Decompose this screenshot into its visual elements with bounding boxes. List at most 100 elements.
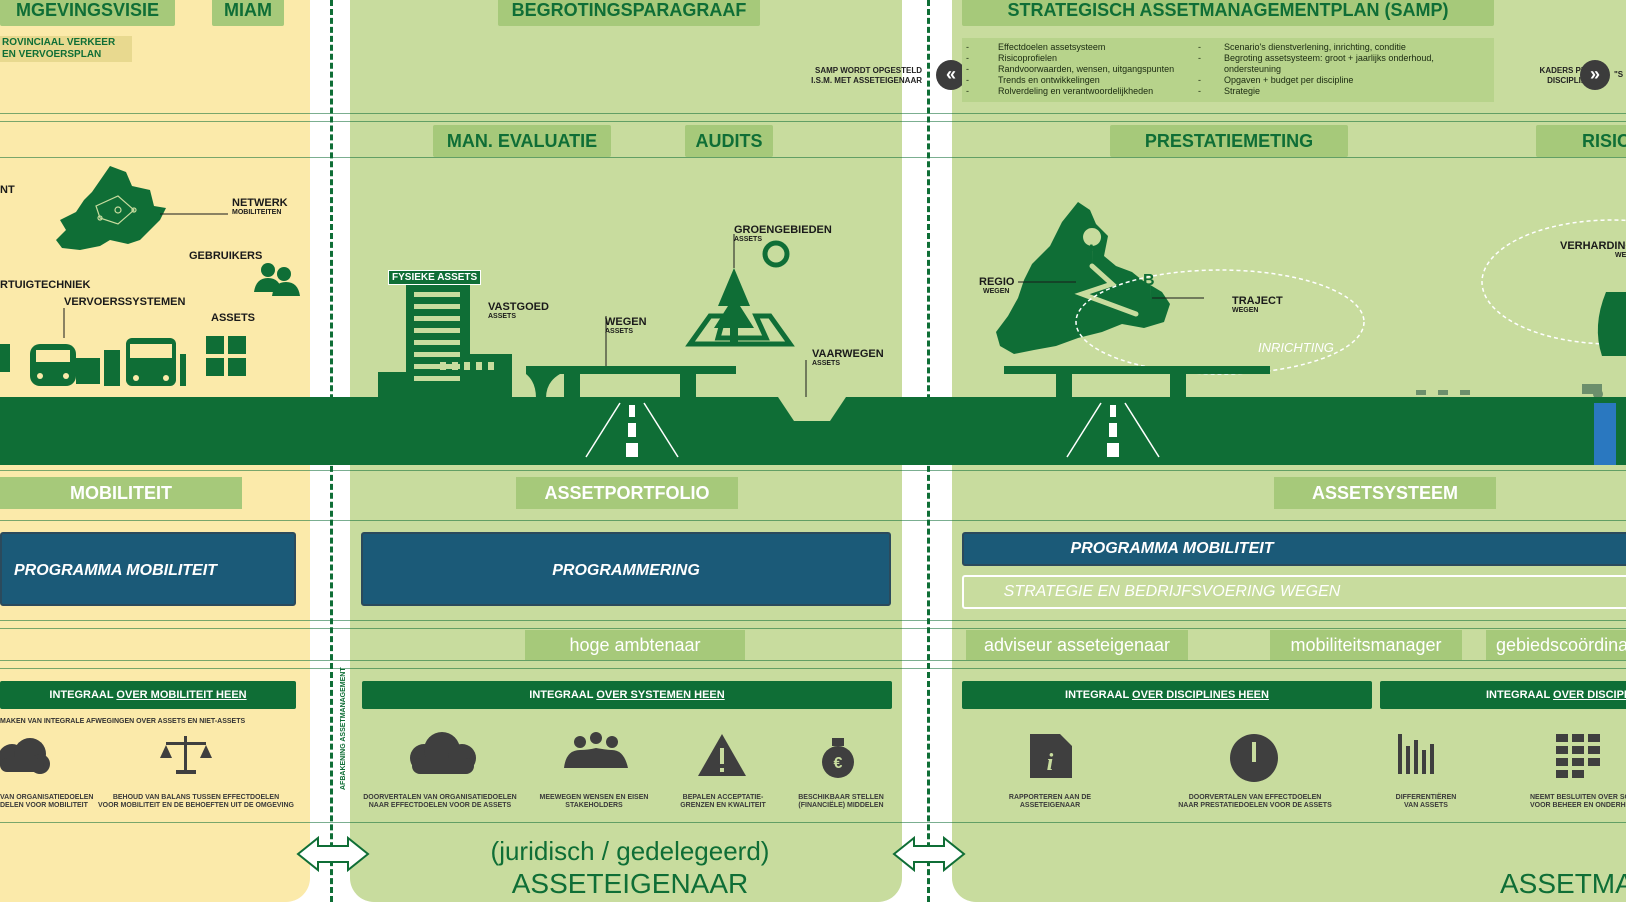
samp-item: Begroting assetsysteem: groot + jaarlijk…: [1224, 53, 1434, 63]
caption-line: NEEMT BESLUITEN OVER SCEN: [1530, 794, 1626, 801]
pin-a-label: A: [1087, 242, 1096, 256]
tree-icon: [1597, 292, 1626, 356]
integraal-prefix: INTEGRAAL: [1486, 689, 1550, 701]
swap-arrows-right-icon[interactable]: [884, 830, 974, 878]
caption-line: VAN ASSETS: [1404, 802, 1448, 809]
forward-arrow-button[interactable]: »: [1580, 60, 1610, 90]
cloud-icon-1: [0, 738, 50, 774]
programma-mobiliteit-left-box: PROGRAMMA MOBILITEIT: [0, 532, 296, 606]
caption-line: DIFFERENTIËREN: [1395, 794, 1457, 801]
samp-item: Effectdoelen assetsysteem: [998, 42, 1106, 52]
caption-middelen: BESCHIKBAAR STELLEN(FINANCIËLE) MIDDELEN: [786, 794, 896, 810]
caption-line: GRENZEN EN KWALITEIT: [680, 802, 766, 809]
integraal-mobiliteit-bar: INTEGRAAL OVER MOBILITEIT HEEN: [0, 681, 296, 709]
info-document-icon: i: [1030, 734, 1072, 778]
bridge-icon: [1004, 366, 1270, 398]
rule: [0, 628, 1626, 629]
samp-contents: -Effectdoelen assetsysteem -Risicoprofie…: [962, 38, 1494, 102]
rule: [0, 113, 1626, 114]
caption-line: NAAR PRESTATIEDOELEN VOOR DE ASSETS: [1178, 802, 1332, 809]
caption-besluiten: NEEMT BESLUITEN OVER SCENVOOR BEHEER EN …: [1530, 794, 1626, 810]
building-icon: [378, 282, 512, 398]
samp-item: Opgaven + budget per discipline: [1224, 75, 1354, 85]
rule: [0, 660, 1626, 661]
strategie-box: STRATEGIE EN BEDRIJFSVOERING WEGEN: [962, 575, 1626, 609]
puzzle-icon: [206, 336, 246, 376]
vastgoed-sub-label: ASSETS: [488, 313, 517, 320]
caption-line: VAN ORGANISATIEDOELEN: [0, 794, 94, 801]
samp-note-line-2: I.S.M. MET ASSETEIGENAAR: [811, 76, 922, 85]
audits-tab: AUDITS: [685, 125, 773, 157]
inrichting-label: INRICHTING: [1258, 340, 1334, 355]
traject-sub-label: WEGEN: [1232, 307, 1259, 314]
livestock-icon: [1416, 390, 1470, 395]
pvvp-line-1: ROVINCIAAL VERKEER: [2, 37, 116, 48]
bottom-icons: € i: [0, 732, 1600, 782]
rule: [0, 520, 1626, 521]
groengebieden-sub-label: ASSETS: [734, 236, 763, 243]
caption-line: (FINANCIËLE) MIDDELEN: [798, 802, 884, 809]
afwegingen-text: MAKEN VAN INTEGRALE AFWEGINGEN OVER ASSE…: [0, 718, 246, 725]
pin-a-icon: [1083, 228, 1102, 266]
rule: [0, 157, 1626, 158]
pvvp-box: ROVINCIAAL VERKEER EN VERVOERSPLAN: [0, 36, 132, 62]
samp-tab: STRATEGISCH ASSETMANAGEMENTPLAN (SAMP): [962, 0, 1494, 26]
users-icon: [254, 263, 300, 296]
kaders-line-1: KADERS PER: [1539, 66, 1592, 75]
rule: [0, 822, 1626, 823]
man-evaluatie-tab: MAN. EVALUATIE: [433, 125, 611, 157]
bus-icon: [104, 338, 186, 386]
rule: [0, 121, 1626, 122]
wegen-label: WEGEN: [605, 316, 647, 328]
kaders-cut-label: "S: [1614, 70, 1624, 79]
money-bag-icon: €: [822, 738, 854, 778]
traject-label: TRAJECT: [1232, 295, 1283, 307]
integraal-disciplines-bar: INTEGRAAL OVER DISCIPLINES HEEN: [962, 681, 1372, 709]
juridisch-label: (juridisch / gedelegeerd): [490, 836, 770, 866]
integraal-disciplines-bar-2: INTEGRAAL OVER DISCIPL: [1380, 681, 1626, 709]
gebiedscoordinator-role: gebiedscoördina: [1486, 630, 1626, 660]
integraal-disciplines-cut-text: OVER DISCIPL: [1553, 689, 1626, 701]
omgevingsvisie-tab: MGEVINGSVISIE: [0, 0, 175, 26]
caption-line: VOOR BEHEER EN ONDERH: [1530, 802, 1626, 809]
road-icon: [585, 402, 679, 458]
caption-acceptatie: BEPALEN ACCEPTATIE-GRENZEN EN KWALITEIT: [668, 794, 778, 810]
caption-line: BEPALEN ACCEPTATIE-: [682, 794, 764, 801]
groengebieden-label: GROENGEBIEDEN: [734, 224, 832, 236]
samp-item: ondersteuning: [1224, 64, 1282, 74]
rtuigtechniek-label: RTUIGTECHNIEK: [0, 279, 91, 291]
stakeholders-icon: [564, 732, 628, 768]
bridge-icon: [526, 366, 736, 398]
gebruikers-label: GEBRUIKERS: [189, 250, 263, 262]
regio-sub-label: WEGEN: [983, 288, 1010, 295]
programmering-box: PROGRAMMERING: [361, 532, 891, 606]
prestatiemeting-tab: PRESTATIEMETING: [1110, 125, 1348, 157]
pin-b-label: B: [1143, 272, 1155, 289]
water-column: [1594, 403, 1616, 465]
svg-text:i: i: [1047, 750, 1054, 776]
province-map-icon: [56, 166, 166, 250]
caption-line: STAKEHOLDERS: [565, 802, 623, 809]
pvvp-line-2: EN VERVOERSPLAN: [2, 49, 102, 60]
road-icon: [1066, 402, 1160, 458]
caption-line: NAAR EFFECTDOELEN VOOR DE ASSETS: [368, 802, 512, 809]
plug-icon: [0, 344, 10, 372]
kaders-line-2: DISCIPLINE: [1547, 76, 1592, 85]
assetsysteem-tab: ASSETSYSTEEM: [1274, 477, 1496, 509]
rule: [0, 668, 1626, 669]
swap-arrows-left-icon[interactable]: [288, 830, 378, 878]
hoge-ambtenaar-role: hoge ambtenaar: [525, 630, 745, 660]
mobiliteiten-label: MOBILITEITEN: [232, 209, 282, 216]
begrotingsparagraaf-tab: BEGROTINGSPARAGRAAF: [498, 0, 760, 26]
mobility-illustration: [0, 166, 300, 386]
back-arrow-button[interactable]: «: [936, 60, 966, 90]
samp-item: Rolverdeling en verantwoordelijkheden: [998, 86, 1154, 96]
pin-b-icon: [1138, 250, 1163, 304]
waterway-cut: [778, 397, 846, 421]
caption-line: MEEWEGEN WENSEN EN EISEN: [539, 794, 649, 801]
integraal-disciplines-text: OVER DISCIPLINES HEEN: [1132, 689, 1269, 701]
